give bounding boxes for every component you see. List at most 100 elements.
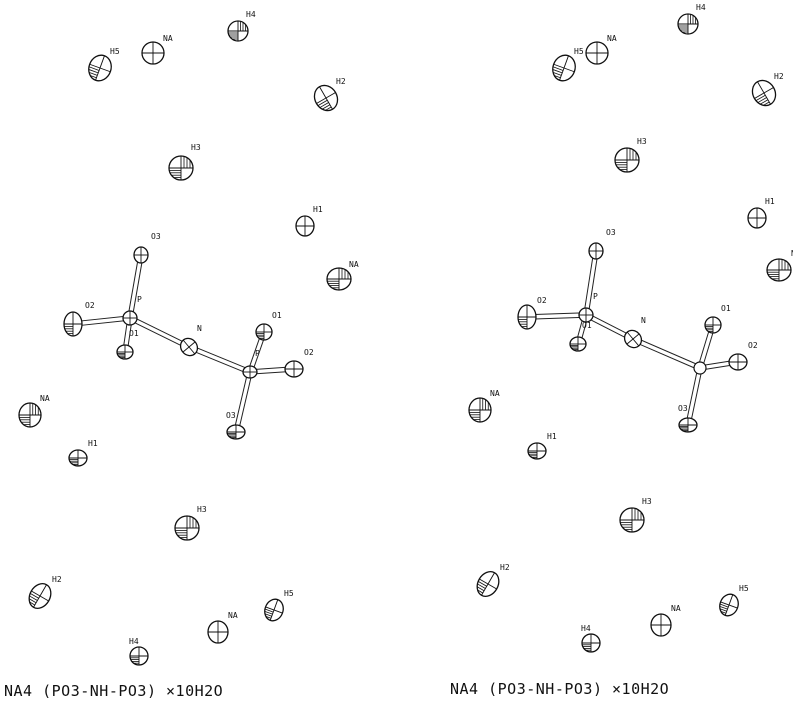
- atom-ellipsoid: [581, 633, 601, 653]
- atom-label: H3: [191, 143, 201, 152]
- atom-ellipsoid: [468, 397, 492, 423]
- atom-label: H4: [696, 3, 706, 12]
- atom-label: N: [641, 316, 646, 325]
- atom-label: P: [255, 349, 260, 358]
- atom-label: H5: [110, 47, 120, 56]
- atom-ellipsoid: [313, 84, 339, 112]
- atom-ellipsoid: [133, 246, 149, 264]
- atom-ellipsoid: [677, 13, 699, 35]
- atom-ellipsoid: [141, 41, 165, 65]
- atom-label: O1: [721, 304, 731, 313]
- atom-ellipsoid: [569, 336, 587, 352]
- bond-line: [631, 340, 700, 371]
- atom-ellipsoid: [116, 344, 134, 360]
- atom-ellipsoid: [68, 449, 88, 467]
- bond-line: [527, 316, 587, 320]
- right-stereo-panel: H5NAH4H2H3H1NO3O2PO1NO1O2O3NAH1H3H2NAH5H…: [468, 3, 793, 653]
- atom-label: O1: [129, 329, 139, 338]
- atom-label: O2: [748, 341, 758, 350]
- atom-ellipsoid: [168, 155, 194, 181]
- atom-ellipsoid: [326, 267, 352, 291]
- atom-label: H4: [581, 624, 591, 633]
- atom-ellipsoid: [63, 311, 83, 337]
- atom-ellipsoid: [747, 207, 767, 229]
- atom-ellipsoid: [650, 613, 672, 637]
- atom-ellipsoid: [527, 442, 547, 460]
- atom-label: H5: [739, 584, 749, 593]
- atom-label: O3: [226, 411, 236, 420]
- atom-ellipsoid: [174, 515, 200, 541]
- bond-line: [127, 254, 140, 318]
- bond-line: [130, 315, 191, 346]
- atom-label: H3: [642, 497, 652, 506]
- atom-ellipsoid: [122, 310, 138, 326]
- atom-label: H4: [246, 10, 256, 19]
- atom-label: N: [791, 249, 793, 258]
- atom-label: H5: [284, 589, 294, 598]
- atom-label: NA: [671, 604, 681, 613]
- bond-line: [73, 319, 131, 327]
- bond-line: [633, 336, 702, 367]
- atom-label: H4: [129, 637, 139, 646]
- atom-ellipsoid: [728, 353, 748, 371]
- atom-label: NA: [228, 611, 238, 620]
- atom-ellipsoid: [242, 365, 258, 379]
- atom-label: O2: [85, 301, 95, 310]
- bond-line: [233, 371, 249, 432]
- atom-label: NA: [349, 260, 359, 269]
- atom-label: O3: [151, 232, 161, 241]
- atom-label: O1: [272, 311, 282, 320]
- bond-line: [583, 250, 595, 315]
- atom-label: NA: [40, 394, 50, 403]
- atom-label: H1: [88, 439, 98, 448]
- atom-label: O3: [678, 404, 688, 413]
- atom-ellipsoid: [207, 620, 229, 644]
- atom-ellipsoid: [179, 337, 199, 357]
- atom-label: H1: [547, 432, 557, 441]
- atom-label: NA: [163, 34, 173, 43]
- atom-label: H3: [197, 505, 207, 514]
- atom-ellipsoid: [766, 258, 792, 282]
- atom-ellipsoid: [619, 507, 645, 533]
- atom-ellipsoid: [585, 41, 609, 65]
- bond-line: [187, 348, 250, 375]
- atom-label: H1: [765, 197, 775, 206]
- bond-line: [189, 344, 252, 371]
- atom-ellipsoid: [678, 417, 698, 433]
- atom-ellipsoid: [264, 598, 284, 622]
- atom-ellipsoid: [623, 329, 643, 349]
- atom-label: P: [137, 295, 142, 304]
- atom-label: O2: [537, 296, 547, 305]
- atom-ellipsoid: [295, 215, 315, 237]
- atom-ellipsoid: [129, 646, 149, 666]
- atom-label: O1: [582, 321, 592, 330]
- atom-ellipsoid: [614, 147, 640, 173]
- atom-ellipsoid: [704, 316, 722, 334]
- atom-label: H2: [500, 563, 510, 572]
- atom-label: N: [197, 324, 202, 333]
- atom-ellipsoid: [18, 402, 42, 428]
- atom-ellipsoid: [588, 242, 604, 260]
- atom-ellipsoid: [476, 571, 500, 597]
- atom-label: H3: [637, 137, 647, 146]
- atom-ellipsoid: [578, 307, 594, 323]
- atom-ellipsoid: [255, 323, 273, 341]
- bond-line: [685, 367, 699, 425]
- atom-label: P: [593, 292, 598, 301]
- atom-label: NA: [607, 34, 617, 43]
- bond-line: [526, 312, 586, 316]
- atom-ellipsoid: [751, 79, 777, 107]
- atom-ellipsoid: [693, 361, 707, 375]
- atom-ellipsoid: [719, 593, 739, 617]
- atom-ellipsoid: [227, 20, 249, 42]
- atom-ellipsoid: [28, 583, 52, 609]
- atom-label: O3: [606, 228, 616, 237]
- right-caption: NA4 (PO3-NH-PO3) ×10H2O: [450, 680, 670, 698]
- atom-ellipsoid: [552, 54, 576, 82]
- atom-label: H2: [52, 575, 62, 584]
- atom-ellipsoid: [226, 424, 246, 440]
- atom-label: NA: [490, 389, 500, 398]
- atom-label: O2: [304, 348, 314, 357]
